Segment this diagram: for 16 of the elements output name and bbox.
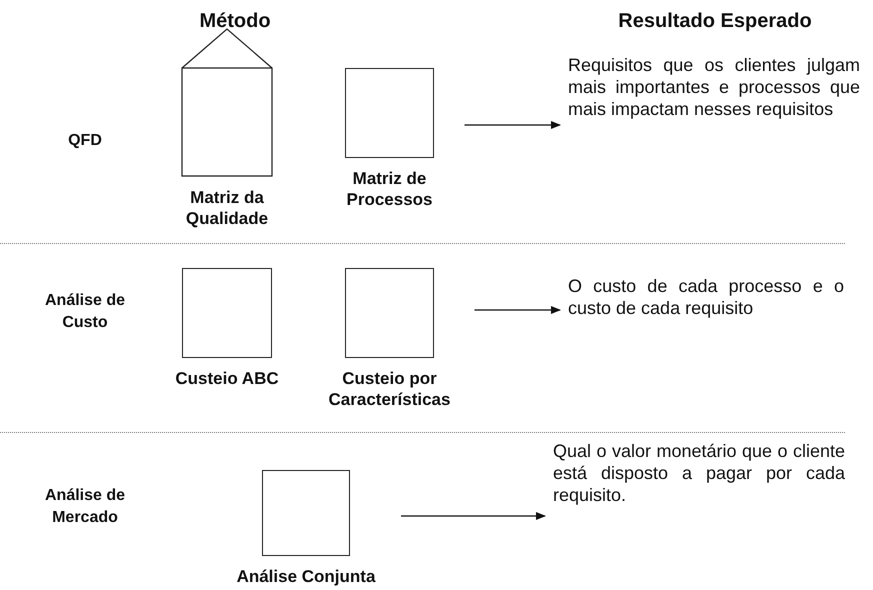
box-caption: Análise Conjunta [236, 566, 376, 587]
row-label: Análise de Mercado [44, 486, 126, 528]
row-label: QFD [67, 131, 103, 151]
result-text: O custo de cada processo e o custo de cada requisito [568, 275, 844, 319]
result-text: Qual o valor monetário que o cliente está disposto a pagar por cada requisito. [553, 440, 845, 506]
box-caption: Custeio por Características [328, 368, 452, 410]
column-header: Método [198, 9, 272, 34]
column-header: Resultado Esperado [617, 9, 813, 34]
box-caption: Matriz de Processos [346, 168, 434, 210]
box-caption: Custeio ABC [174, 368, 280, 389]
arrow [401, 512, 546, 520]
result-text: Requisitos que os clientes julgam mais importantes e processos que mais impactam nesses requisitos [568, 54, 860, 120]
row-label: Análise de Custo [44, 291, 126, 333]
arrow [474, 306, 561, 314]
arrow [464, 121, 561, 129]
box-caption: Matriz da Qualidade [184, 187, 270, 229]
